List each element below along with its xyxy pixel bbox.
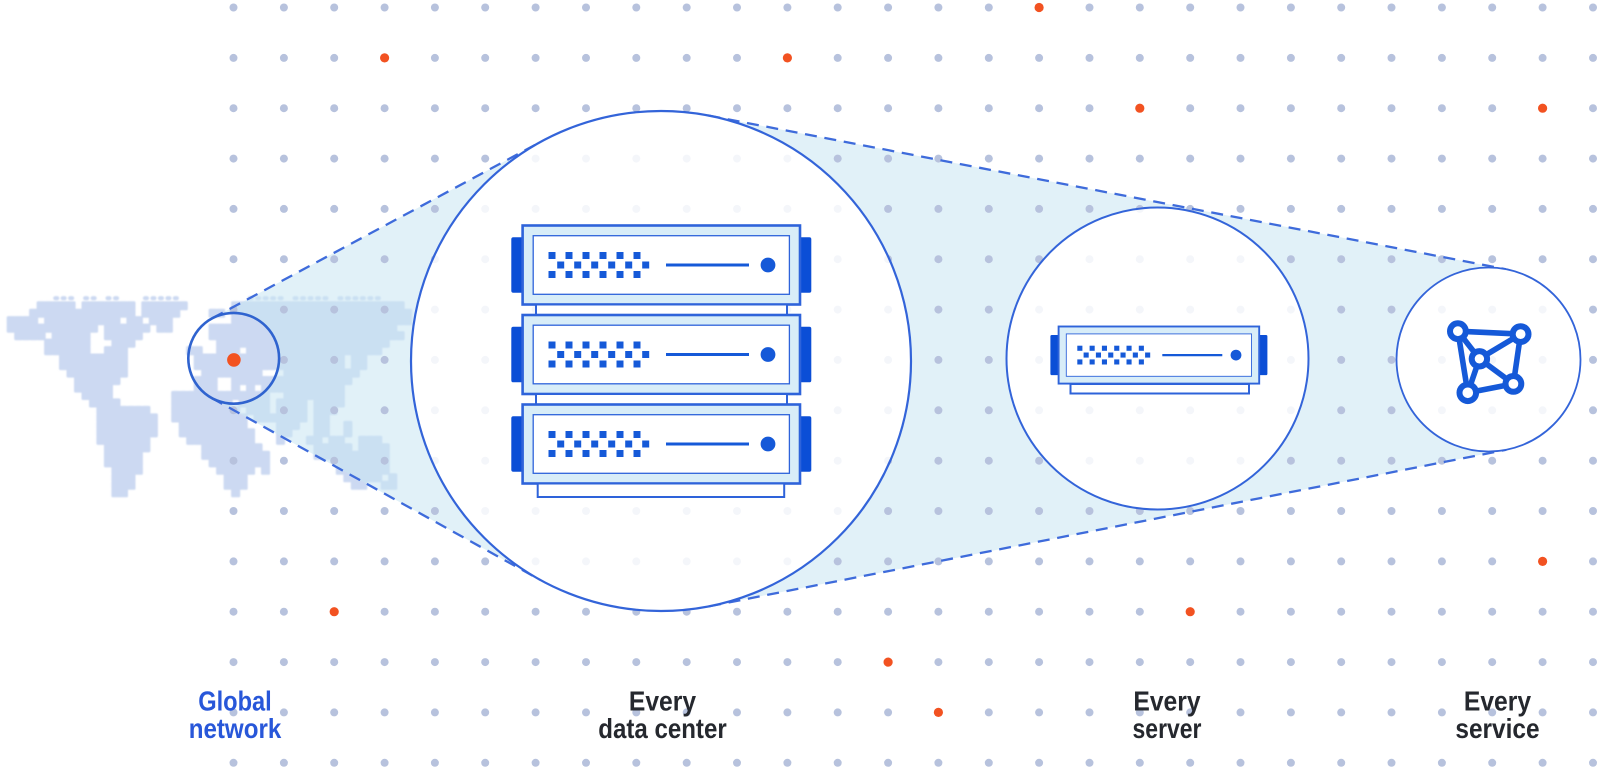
svg-text:service: service [1455, 713, 1539, 744]
svg-text:Global: Global [198, 686, 272, 717]
svg-text:Every: Every [1464, 686, 1532, 717]
svg-text:server: server [1133, 713, 1202, 744]
svg-text:network: network [189, 713, 282, 744]
svg-text:Every: Every [1133, 686, 1201, 717]
svg-text:Every: Every [629, 686, 697, 717]
svg-text:data center: data center [598, 713, 726, 744]
